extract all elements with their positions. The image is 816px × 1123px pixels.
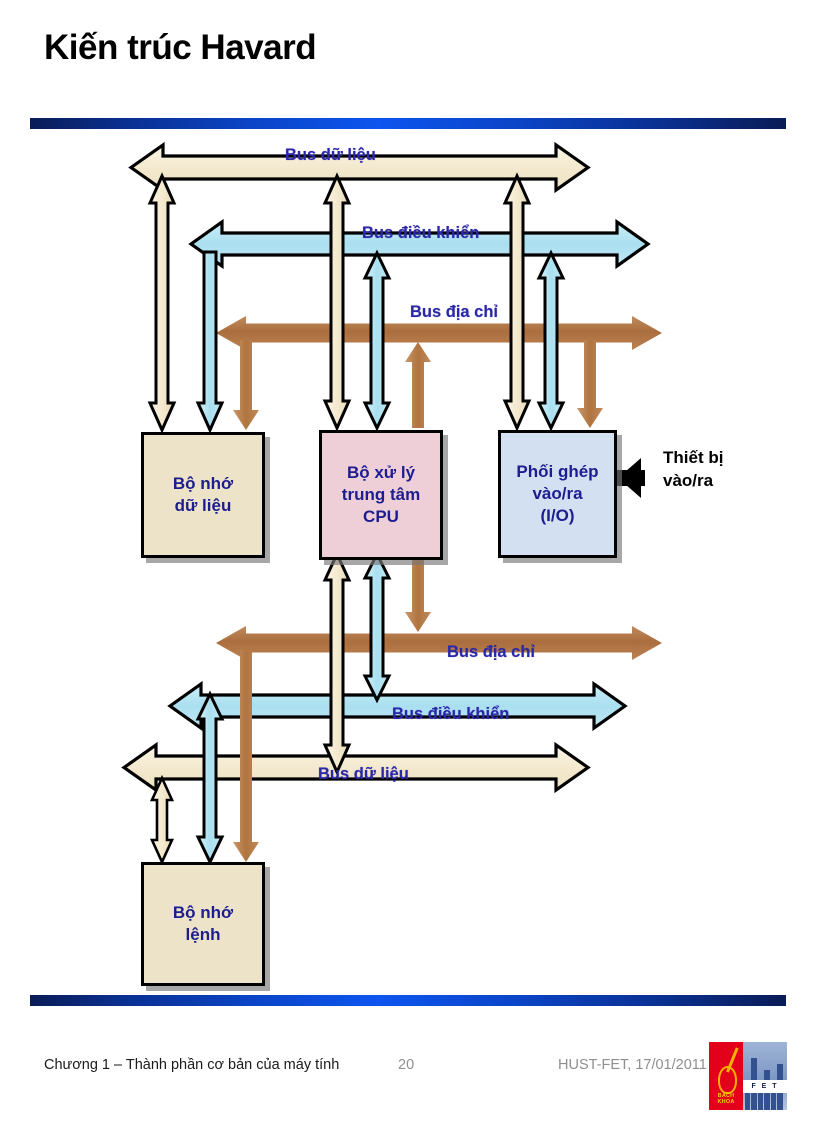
io-external-device-arrow [617,458,645,498]
bach-khoa-logo-panel: BÁCH KHOA [709,1042,743,1110]
bus-label-control-bottom: Bus điều khiển [392,705,510,723]
block-io-line-1: Phối ghép [516,461,599,481]
fet-logo-spike [745,1080,750,1110]
fet-logo-panel: F E T [743,1042,787,1110]
bottom-divider-rule [30,995,786,1006]
connector-cpu-address-bus-bottom [405,554,431,632]
external-device-line-2: vào/ra [663,470,714,490]
bus-label-address-top: Bus địa chỉ [410,303,499,321]
bach-khoa-logo-text: BÁCH KHOA [717,1093,735,1105]
connector-cpu-data-bus-bottom [322,550,352,776]
connector-io-control-bus [536,249,566,432]
block-cpu-line-3: CPU [363,507,399,527]
bus-label-data-top: Bus dữ liệu [285,146,376,164]
block-io-line-3: (I/O) [540,506,575,526]
connector-cpu-data-bus [322,172,352,432]
fet-logo-spike [771,1084,776,1110]
block-cpu-line-2: trung tâm [341,484,421,504]
hust-fet-logo: BÁCH KHOA F E T [709,1042,787,1110]
external-device-line-1: Thiết bị [663,448,724,467]
bus-control-bottom-arrow [167,680,628,732]
bus-label-control-top: Bus điều khiển [362,224,480,242]
external-device-label: Thiết bị vào/ra [663,447,783,493]
block-cpu-line-1: Bộ xử lý [346,462,416,482]
block-instruction-memory-line-1: Bộ nhớ [172,902,234,922]
connector-io-data-bus [502,172,532,432]
block-instruction-memory[interactable]: Bộ nhớ lệnh [141,862,265,986]
connector-cpu-address-bus [405,342,431,428]
connector-instr-memory-data-bus [149,774,175,866]
block-io-line-2: vào/ra [532,483,583,503]
bus-control-top-arrow [188,218,651,270]
block-cpu[interactable]: Bộ xử lý trung tâm CPU [319,430,443,560]
connector-data-memory-address-bus [233,340,259,430]
torch-body-icon [718,1066,737,1094]
fet-logo-text: F E T [743,1080,787,1093]
footer-chapter-text: Chương 1 – Thành phần cơ bản của máy tín… [44,1057,340,1073]
connector-instr-memory-address-bus [233,650,259,862]
block-data-memory-line-2: dữ liệu [174,496,232,515]
block-io-interface[interactable]: Phối ghép vào/ra (I/O) [498,430,617,558]
page-title: Kiến trúc Havard [44,28,317,67]
bus-label-address-bottom: Bus địa chỉ [447,643,536,661]
footer-org-text: HUST-FET, 17/01/2011 [558,1057,707,1073]
block-data-memory[interactable]: Bộ nhớ dữ liệu [141,432,265,558]
bus-label-data-bottom: Bus dữ liệu [318,765,409,783]
connector-cpu-control-bus [362,249,392,432]
connector-data-memory-data-bus [147,172,177,434]
connector-io-address-bus [577,340,603,428]
connector-cpu-control-bus-bottom [362,550,392,704]
block-data-memory-line-1: Bộ nhớ [172,473,234,493]
block-instruction-memory-line-2: lệnh [185,925,221,944]
bus-address-bottom-arrow [216,626,662,660]
top-divider-rule [30,118,786,129]
fet-logo-spike [758,1088,763,1110]
connector-data-memory-control-bus [195,250,225,434]
footer-page-number: 20 [398,1057,415,1073]
